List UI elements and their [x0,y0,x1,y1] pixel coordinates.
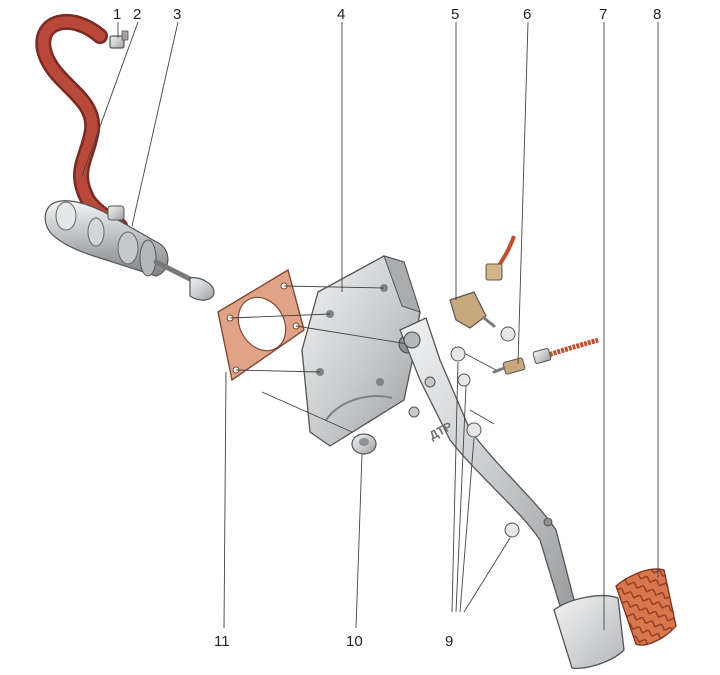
gasket [217,268,305,382]
leader-9c [459,437,475,613]
bracket-hole-4 [376,378,384,386]
assembly-guides [229,285,497,433]
cylinder-ring-3 [117,231,139,265]
switch-body [449,291,487,329]
guide-line-1 [229,313,331,319]
callout-labels: 1 2 3 4 5 6 7 8 9 10 11 [113,6,661,650]
leader-6 [517,21,529,365]
callout-10: 10 [346,633,363,650]
guide-line-4 [295,325,409,345]
sensor-plug [532,348,552,364]
callout-5: 5 [451,6,459,23]
guide-line-3 [235,369,321,373]
sensor-wire [545,337,599,359]
callout-9: 9 [445,633,453,650]
switch-plunger [482,316,496,328]
sensor-connector [492,337,599,375]
bracket-rib [325,395,393,421]
sensor-body [502,357,526,375]
pedal-arm [399,317,575,607]
callout-7: 7 [599,6,607,23]
callout-leaders [81,21,659,630]
nut-hole [359,438,369,446]
hose-clamp [109,30,129,49]
pedal-pad-cover [615,568,677,646]
callout-6: 6 [523,6,531,23]
leader-10 [355,453,363,629]
clutch-pedal: ДТР [399,317,625,669]
bracket-side-wall [383,255,421,313]
callout-1: 1 [113,6,121,23]
leader-9d [463,537,511,613]
pedal-pad [553,595,625,669]
leader-9a [451,361,459,613]
hose-highlight [37,16,126,232]
callout-8: 8 [653,6,661,23]
sensor-tip [492,366,506,374]
clamp-screw [121,30,129,41]
guide-line-6 [461,351,497,371]
leader-9b [455,385,467,613]
reservoir-hose [35,14,128,234]
guide-line-7 [469,409,495,425]
cylinder-flange [139,239,157,277]
cylinder-ring-2 [87,217,105,247]
pad-cover-body [615,568,677,646]
cylinder-ring-1 [55,201,77,231]
washer-2 [457,373,471,387]
pedal-switch [449,235,516,342]
cylinder-inlet [107,205,125,221]
bushing-nut [351,433,377,455]
callout-4: 4 [337,6,345,23]
washers [408,346,520,538]
washer-1 [450,346,466,362]
washer-4 [504,522,520,538]
bolt-2 [408,406,420,418]
washer-3 [466,422,482,438]
leader-2 [81,21,139,177]
pedal-stop-pin [543,517,553,527]
leader-11 [223,371,227,629]
bolt-1 [424,376,436,388]
callout-11: 11 [214,633,230,650]
switch-nut [500,326,516,342]
callout-3: 3 [173,6,181,23]
callout-2: 2 [133,6,141,23]
push-rod [153,259,199,285]
guide-line-2 [283,285,385,289]
guide-line-5 [261,391,353,433]
clamp-band [109,35,125,49]
pedal-pivot-boss [403,331,421,349]
leader-3 [131,21,179,227]
gasket-center-hole [237,296,287,352]
push-rod-fork [189,277,215,301]
master-cylinder [44,200,215,301]
switch-connector [485,263,503,281]
